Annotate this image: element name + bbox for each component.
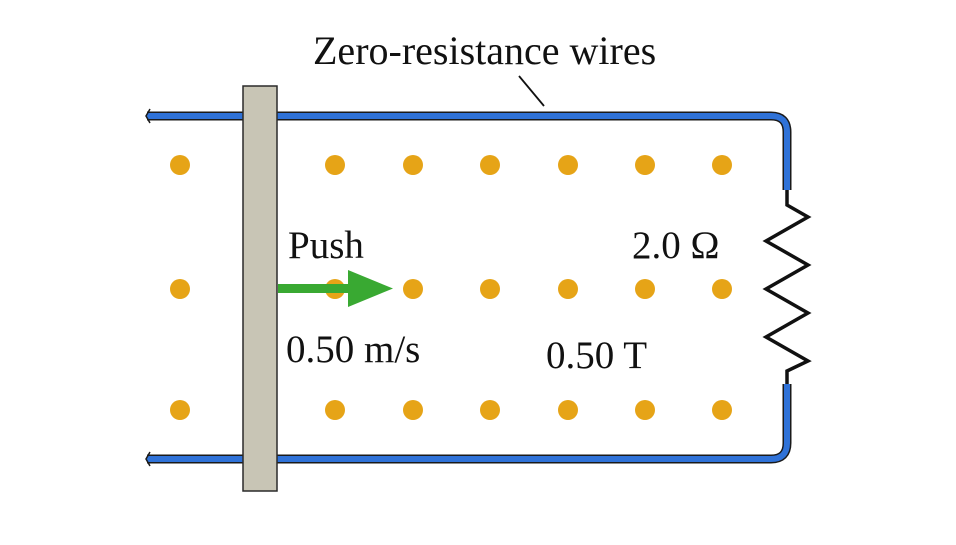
bottom-wire (145, 384, 792, 467)
wires-label-pointer (518, 75, 545, 107)
field-dot (635, 279, 655, 299)
field-dot (558, 400, 578, 420)
field-dot (403, 279, 423, 299)
top-wire (145, 108, 792, 190)
field-dot (558, 279, 578, 299)
field-dot (712, 400, 732, 420)
field-dot (480, 400, 500, 420)
bottom-wire-core (147, 384, 790, 462)
speed-label: 0.50 m/s (286, 328, 421, 371)
resistor (762, 190, 812, 384)
push-arrow (278, 270, 393, 307)
field-dot (170, 279, 190, 299)
push-arrow-shaft (278, 284, 350, 293)
wires-label: Zero-resistance wires (313, 28, 657, 73)
top-wire-core (147, 113, 790, 190)
sliding-rod (242, 85, 278, 492)
resistance-label: 2.0 Ω (632, 224, 720, 267)
field-dot (403, 155, 423, 175)
field-strength-label: 0.50 T (546, 334, 648, 377)
push-label: Push (288, 224, 364, 267)
field-dot (403, 400, 423, 420)
field-dot (635, 400, 655, 420)
field-dot (170, 400, 190, 420)
field-dot (635, 155, 655, 175)
magnetic-field-dots (170, 155, 732, 420)
push-arrow-head (348, 270, 393, 307)
field-dot (712, 155, 732, 175)
field-dot (325, 155, 345, 175)
field-dot (480, 155, 500, 175)
field-dot (558, 155, 578, 175)
top-wire-break-mark (145, 108, 151, 124)
field-dot (170, 155, 190, 175)
field-dot (325, 400, 345, 420)
field-dot (480, 279, 500, 299)
field-dot (712, 279, 732, 299)
bottom-wire-break-mark (145, 451, 151, 467)
